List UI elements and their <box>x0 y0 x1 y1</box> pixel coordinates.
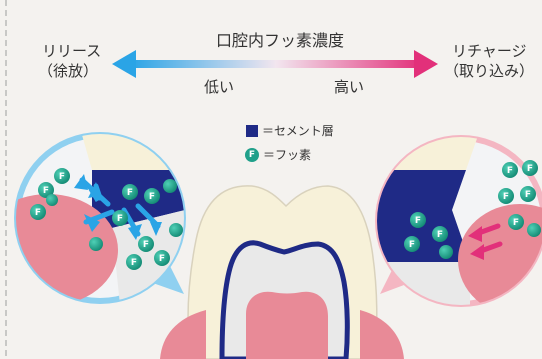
svg-text:F: F <box>503 192 509 202</box>
low-label: 低い <box>204 78 235 96</box>
release-sublabel: （徐放） <box>38 62 99 80</box>
release-magnified-bubble <box>14 132 186 304</box>
svg-text:F: F <box>513 218 519 228</box>
svg-text:F: F <box>127 188 133 198</box>
tooth-illustration <box>160 185 404 359</box>
release-label: リリース <box>42 42 102 60</box>
svg-text:F: F <box>43 186 49 196</box>
svg-text:F: F <box>527 164 533 174</box>
cement-swatch-icon <box>246 124 258 137</box>
high-label: 高い <box>334 78 365 96</box>
svg-text:F: F <box>59 172 65 182</box>
legend-fluoride: F ＝フッ素 <box>245 146 311 163</box>
legend-cement-label: ＝セメント層 <box>262 124 334 138</box>
legend-cement: ＝セメント層 <box>246 122 334 139</box>
recharge-sublabel: （取り込み） <box>444 62 535 80</box>
fluoride-icon: F <box>245 147 259 162</box>
svg-text:F: F <box>159 254 165 264</box>
svg-text:F: F <box>143 240 149 250</box>
recharge-label: リチャージ <box>452 42 527 60</box>
svg-text:F: F <box>507 166 513 176</box>
svg-text:F: F <box>409 240 415 250</box>
legend-fluoride-label: ＝フッ素 <box>263 148 312 162</box>
svg-text:F: F <box>131 258 137 268</box>
diagram-title: 口腔内フッ素濃度 <box>216 31 345 50</box>
concentration-arrow <box>112 50 438 78</box>
svg-text:F: F <box>117 214 123 224</box>
svg-text:F: F <box>415 216 421 226</box>
svg-text:F: F <box>149 192 155 202</box>
svg-text:F: F <box>437 230 443 240</box>
svg-text:F: F <box>35 208 41 218</box>
svg-text:F: F <box>525 190 531 200</box>
fluoride-particles <box>30 160 541 270</box>
